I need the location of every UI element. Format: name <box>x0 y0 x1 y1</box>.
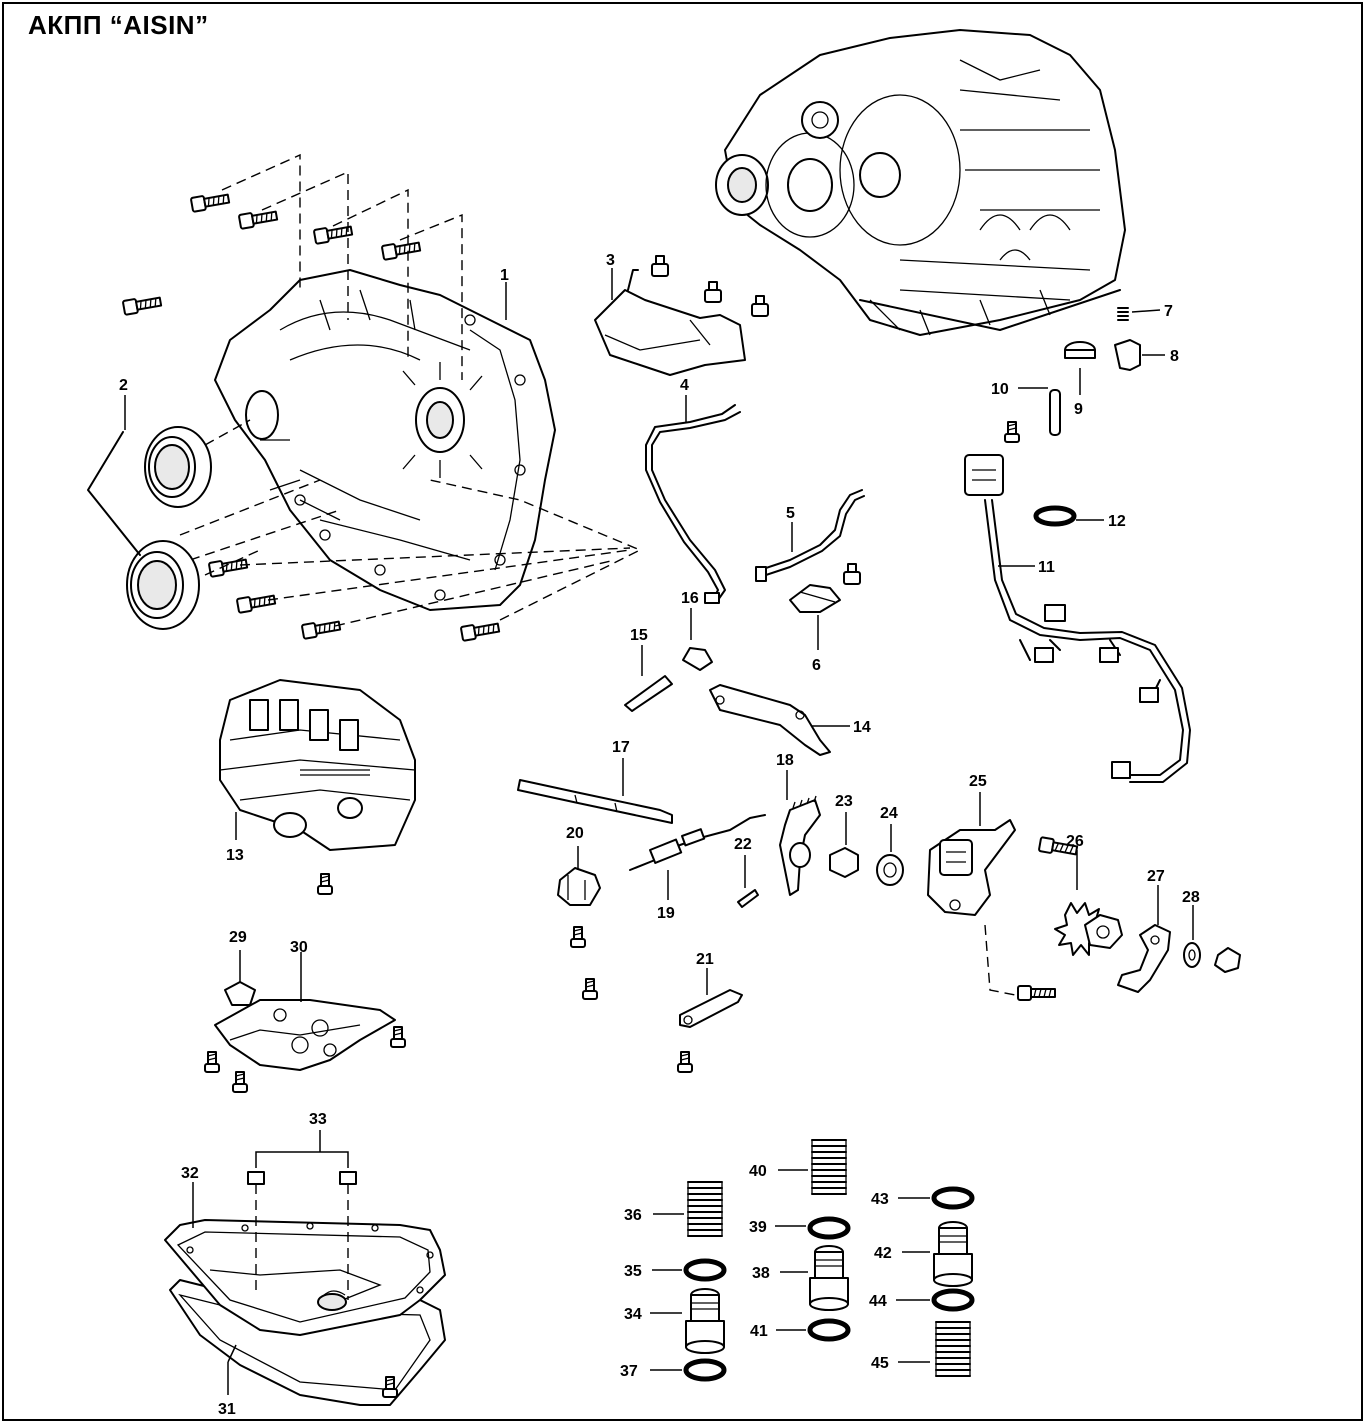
callout-19: 19 <box>657 905 675 922</box>
detent-lever <box>737 795 904 908</box>
callout-45: 45 <box>871 1355 889 1372</box>
control-lever <box>624 647 831 756</box>
callout-36: 36 <box>624 1207 642 1224</box>
callout-28: 28 <box>1182 889 1200 906</box>
callout-42: 42 <box>874 1245 892 1262</box>
callout-38: 38 <box>752 1265 770 1282</box>
heat-shield <box>594 255 769 376</box>
shift-cable <box>557 814 766 1073</box>
callout-39: 39 <box>749 1219 767 1236</box>
callout-33: 33 <box>309 1111 327 1128</box>
callout-13: 13 <box>226 847 244 864</box>
callout-2: 2 <box>119 377 128 394</box>
callout-20: 20 <box>566 825 584 842</box>
transmission-case <box>214 269 556 611</box>
callout-25: 25 <box>969 773 987 790</box>
callout-23: 23 <box>835 793 853 810</box>
callout-43: 43 <box>871 1191 889 1208</box>
callout-24: 24 <box>880 805 898 822</box>
callout-27: 27 <box>1147 868 1165 885</box>
callout-11: 11 <box>1038 559 1055 576</box>
callout-14: 14 <box>853 719 871 736</box>
callout-26: 26 <box>1066 833 1084 850</box>
callout-7: 7 <box>1164 303 1173 320</box>
callout-1: 1 <box>500 267 509 284</box>
callout-44: 44 <box>869 1293 887 1310</box>
case-alignment-lines <box>179 153 642 627</box>
callout-15: 15 <box>630 627 648 644</box>
accumulator-parts <box>686 1139 972 1379</box>
oil-strainer <box>204 981 406 1093</box>
transmission-assembly <box>715 29 1126 336</box>
callout-9: 9 <box>1074 401 1083 418</box>
callout-31: 31 <box>218 1401 236 1418</box>
callout-32: 32 <box>181 1165 199 1182</box>
callout-37: 37 <box>620 1363 638 1380</box>
callout-8: 8 <box>1170 348 1179 365</box>
sensor-parts <box>1004 307 1141 443</box>
manual-shaft <box>517 779 673 824</box>
oil-pan <box>164 1171 446 1406</box>
callout-40: 40 <box>749 1163 767 1180</box>
oil-pipe <box>645 404 741 604</box>
callout-35: 35 <box>624 1263 642 1280</box>
neutral-switch <box>927 819 1241 1001</box>
diagram-title: АКПП “AISIN” <box>28 10 209 40</box>
callout-12: 12 <box>1108 513 1126 530</box>
callout-17: 17 <box>612 739 630 756</box>
bearings <box>87 419 261 630</box>
callout-34: 34 <box>624 1306 642 1323</box>
valve-body <box>219 679 416 895</box>
oil-pipe-5 <box>755 489 865 582</box>
callout-30: 30 <box>290 939 308 956</box>
callout-10: 10 <box>991 381 1009 398</box>
callout-41: 41 <box>750 1323 768 1340</box>
callout-18: 18 <box>776 752 794 769</box>
wiring-harness <box>964 454 1191 783</box>
callout-6: 6 <box>812 657 821 674</box>
callout-5: 5 <box>786 505 795 522</box>
callout-4: 4 <box>680 377 689 394</box>
callout-29: 29 <box>229 929 247 946</box>
callout-22: 22 <box>734 836 752 853</box>
callout-16: 16 <box>681 590 699 607</box>
callout-numbers: 1 2 3 4 5 6 7 8 9 10 11 12 13 14 15 16 1… <box>119 252 1200 1418</box>
callout-3: 3 <box>606 252 615 269</box>
pipe-clamp <box>789 563 861 613</box>
leader-lines <box>124 268 1194 1395</box>
callout-21: 21 <box>696 951 714 968</box>
